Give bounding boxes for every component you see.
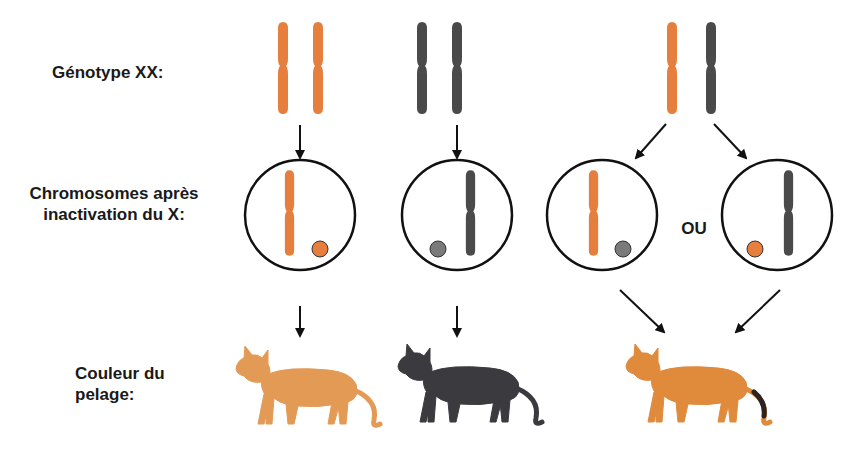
row-label: Couleur du pelage: [75,363,193,406]
chromosome-pair [278,22,323,114]
arrow [300,124,780,336]
chromosome-pair [417,22,462,114]
tortoiseshell-cat [626,344,770,424]
row-label: Chromosomes après inactivation du X: [14,183,214,226]
chromosome-pair [667,22,716,114]
cell-circle [245,160,832,270]
orange-cat [236,346,380,425]
black-cat [398,344,542,423]
or-label: OU [672,218,716,239]
inactivated-chromosomes [285,170,793,257]
row-label: Génotype XX: [52,62,202,83]
